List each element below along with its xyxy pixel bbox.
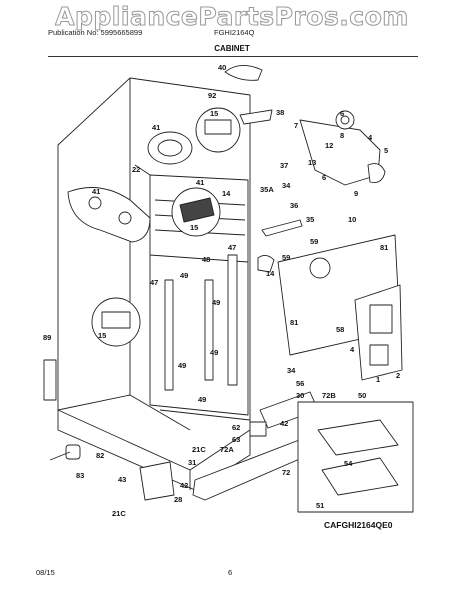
callout-40: 40 — [218, 63, 226, 72]
part-detail-circle-15a — [195, 107, 241, 153]
callout-49-c: 49 — [178, 361, 186, 370]
callout-49-b: 49 — [212, 298, 220, 307]
callout-4-top: 4 — [368, 133, 373, 142]
callout-49-d: 49 — [210, 348, 218, 357]
callout-6-top: 6 — [340, 109, 344, 118]
model-number: FGHI2164Q — [214, 28, 255, 37]
callout-35: 35 — [306, 215, 314, 224]
callout-15-top: 15 — [210, 109, 218, 118]
part-hinge-43 — [139, 461, 175, 501]
callout-labels: 40 92 38 15 7 6 8 41 4 5 13 12 22 37 41 … — [43, 63, 400, 518]
part-bracket-89 — [43, 359, 57, 401]
callout-49-e: 49 — [198, 395, 206, 404]
callout-15-mid: 15 — [190, 223, 198, 232]
callout-34-top: 34 — [282, 181, 291, 190]
callout-35A: 35A — [260, 185, 274, 194]
callout-41-fan: 41 — [152, 123, 160, 132]
callout-42-low: 42 — [180, 481, 188, 490]
callout-63: 63 — [232, 435, 240, 444]
callout-4-low: 4 — [350, 345, 355, 354]
callout-30: 30 — [296, 391, 304, 400]
callout-59-mid: 59 — [282, 253, 290, 262]
cabinet-body — [57, 77, 251, 491]
callout-36: 36 — [290, 201, 298, 210]
callout-14-top: 14 — [222, 189, 231, 198]
part-control-panel-1 — [354, 284, 403, 381]
callout-22: 22 — [132, 165, 140, 174]
callout-13: 13 — [308, 158, 316, 167]
part-detail-circle-15b — [171, 187, 221, 237]
callout-21C-low: 21C — [112, 509, 126, 518]
callout-72A: 72A — [220, 445, 234, 454]
part-detail-circle-15c — [91, 297, 141, 347]
part-bracket-38 — [239, 109, 273, 125]
callout-15-low: 15 — [98, 331, 106, 340]
callout-56: 56 — [296, 379, 304, 388]
callout-83: 83 — [76, 471, 84, 480]
callout-31: 31 — [188, 458, 196, 467]
callout-62: 62 — [232, 423, 240, 432]
section-title: CABINET — [214, 44, 250, 53]
callout-47-right: 47 — [228, 243, 236, 252]
callout-54: 54 — [344, 459, 353, 468]
callout-51: 51 — [316, 501, 324, 510]
callout-9: 9 — [354, 189, 358, 198]
callout-1: 1 — [376, 375, 380, 384]
part-hinge-35 — [257, 219, 303, 273]
callout-72: 72 — [282, 468, 290, 477]
callout-59-top: 59 — [310, 237, 318, 246]
part-cover-40 — [224, 65, 263, 81]
callout-41-mid: 41 — [196, 178, 204, 187]
header-rule — [48, 56, 418, 57]
publication-number: Publication No: 5995665899 — [48, 28, 143, 37]
callout-21C-top: 21C — [192, 445, 206, 454]
callout-2: 2 — [396, 371, 400, 380]
callout-5: 5 — [384, 146, 388, 155]
callout-43: 43 — [118, 475, 126, 484]
diagram-code: CAFGHI2164QE0 — [324, 520, 393, 530]
callout-7: 7 — [294, 121, 298, 130]
part-side-insulation-41 — [67, 187, 151, 243]
callout-47-left: 47 — [150, 278, 158, 287]
callout-72B: 72B — [322, 391, 336, 400]
callout-34-low: 34 — [287, 366, 296, 375]
callout-10: 10 — [348, 215, 356, 224]
callout-38: 38 — [276, 108, 284, 117]
callout-28: 28 — [174, 495, 182, 504]
callout-48: 48 — [202, 255, 210, 264]
part-valve-62 — [249, 421, 267, 437]
page-number: 6 — [228, 568, 233, 577]
callout-58: 58 — [336, 325, 344, 334]
callout-81-top: 81 — [380, 243, 388, 252]
part-fan-housing-41 — [147, 131, 193, 165]
callout-14-mid: 14 — [266, 269, 275, 278]
callout-49-a: 49 — [180, 271, 188, 280]
callout-42-top: 42 — [280, 419, 288, 428]
callout-12: 12 — [325, 141, 333, 150]
part-ice-tray-box-50 — [297, 401, 414, 513]
callout-81-low: 81 — [290, 318, 298, 327]
footer-date: 08/15 — [36, 568, 55, 577]
watermark: AppliancePartsPros.com — [55, 2, 409, 32]
callout-89: 89 — [43, 333, 51, 342]
part-leveling-leg-82 — [49, 444, 81, 461]
callout-6-mid: 6 — [322, 173, 326, 182]
callout-50: 50 — [358, 391, 366, 400]
part-control-housing — [299, 110, 386, 186]
callout-41-side: 41 — [92, 187, 100, 196]
callout-82: 82 — [96, 451, 104, 460]
callout-37: 37 — [280, 161, 288, 170]
callout-8: 8 — [340, 131, 344, 140]
callout-92: 92 — [208, 91, 216, 100]
